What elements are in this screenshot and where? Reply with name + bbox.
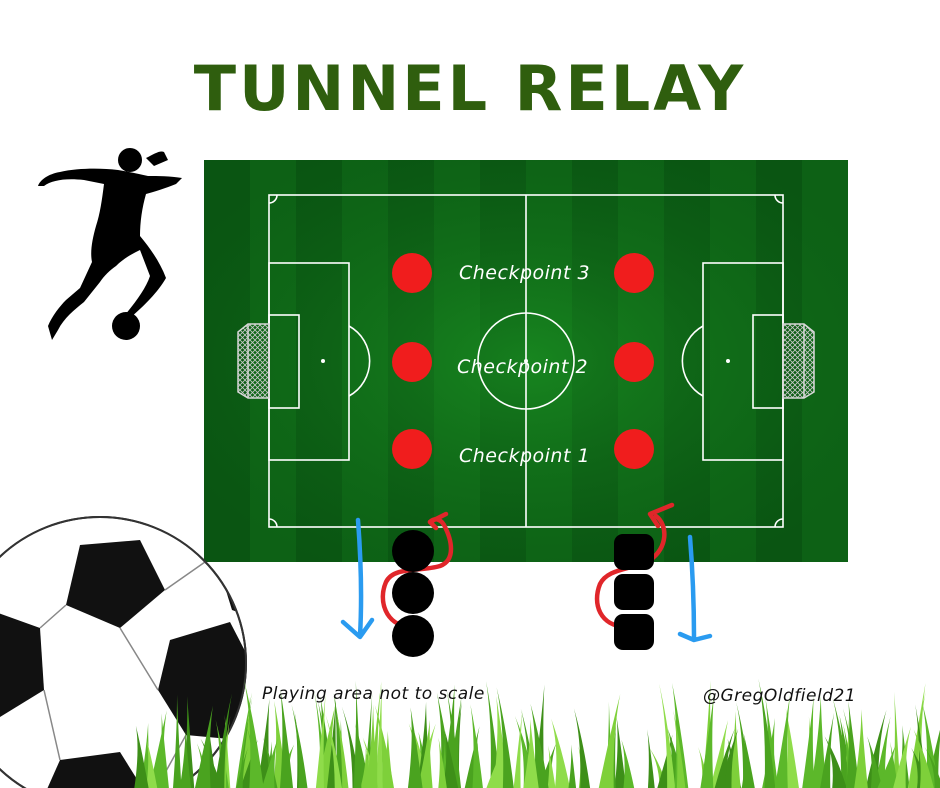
player-marker <box>614 534 654 570</box>
pitch <box>204 160 848 562</box>
goal-net-icon <box>782 323 815 399</box>
checkpoint-marker <box>392 342 432 382</box>
grass-icon <box>134 678 940 788</box>
right-team-players <box>614 534 654 650</box>
player-marker <box>392 615 434 657</box>
player-marker <box>614 614 654 650</box>
right-run-arrowhead <box>647 502 675 529</box>
soccer-ball-icon <box>0 516 247 788</box>
left-team-players <box>392 530 434 657</box>
checkpoint-1-label: Checkpoint 1 <box>459 445 591 467</box>
checkpoint-2-label: Checkpoint 2 <box>457 356 589 378</box>
left-run-path <box>380 517 454 630</box>
player-marker <box>392 530 434 572</box>
goal-net-icon <box>237 323 270 399</box>
left-run-arrowhead <box>427 511 449 531</box>
checkpoint-marker <box>614 342 654 382</box>
right-return-arrow <box>677 534 713 643</box>
scale-note: Playing area not to scale <box>262 684 485 704</box>
player-marker <box>614 574 654 610</box>
checkpoint-marker <box>614 429 654 469</box>
player-kicking-silhouette-icon <box>38 148 182 340</box>
page-title: TUNNEL RELAY <box>193 52 747 125</box>
left-return-arrow <box>340 517 375 640</box>
checkpoint-marker <box>614 253 654 293</box>
checkpoint-marker <box>392 253 432 293</box>
author-handle: @GregOldfield21 <box>703 686 857 706</box>
checkpoint-3-label: Checkpoint 3 <box>459 262 591 284</box>
player-marker <box>392 572 434 614</box>
checkpoint-markers <box>392 253 654 469</box>
checkpoint-marker <box>392 429 432 469</box>
right-run-path <box>594 513 667 630</box>
